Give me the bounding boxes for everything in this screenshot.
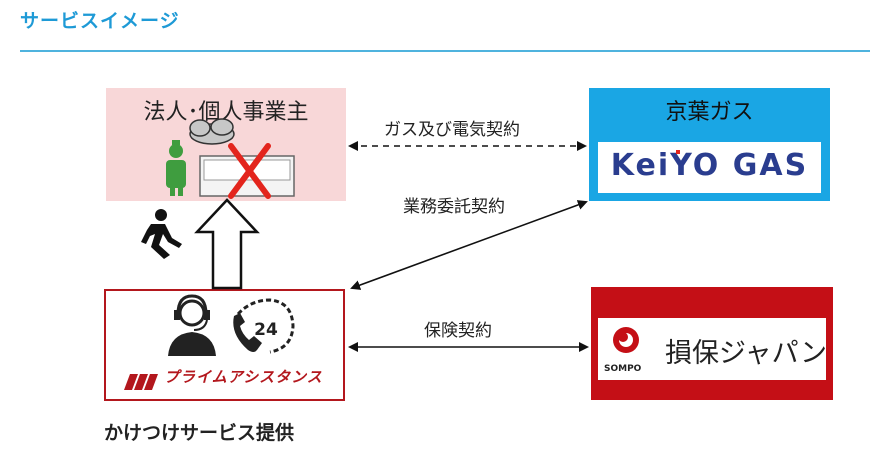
prime-logo-mark bbox=[124, 374, 158, 390]
edge-label-insurance: 保険契約 bbox=[424, 321, 492, 341]
smoke-cloud-icon bbox=[189, 118, 235, 145]
keiyo-gas-logo-text: KeiYO GAS bbox=[610, 148, 809, 183]
phone-24-icon bbox=[233, 298, 295, 354]
keiyo-gas-label: 京葉ガス bbox=[665, 100, 754, 125]
worker-person-icon bbox=[166, 140, 186, 196]
sompo-logo-mark bbox=[613, 327, 639, 353]
sompo-japan-logo bbox=[598, 318, 826, 380]
edge-label-gas-electric: ガス及び電気契約 bbox=[384, 120, 520, 140]
dispatch-up-arrow bbox=[194, 198, 260, 290]
operator-headset-icon bbox=[168, 294, 216, 356]
title-underline bbox=[20, 50, 870, 52]
keiyo-logo-accent bbox=[676, 150, 680, 154]
badge-24: 24 bbox=[254, 320, 278, 340]
edge-outsourcing bbox=[350, 200, 588, 290]
broken-x-icon bbox=[228, 143, 271, 199]
sompo-logo-text: SOMPO bbox=[604, 364, 642, 374]
running-person-icon bbox=[141, 209, 182, 259]
keiyo-gas-logo bbox=[598, 142, 821, 193]
prime-assistance-label: プライムアシスタンス bbox=[164, 368, 323, 386]
page-title: サービスイメージ bbox=[20, 10, 180, 32]
footer-caption: かけつけサービス提供 bbox=[104, 422, 295, 444]
sompo-japan-label: 損保ジャパン bbox=[665, 338, 827, 369]
